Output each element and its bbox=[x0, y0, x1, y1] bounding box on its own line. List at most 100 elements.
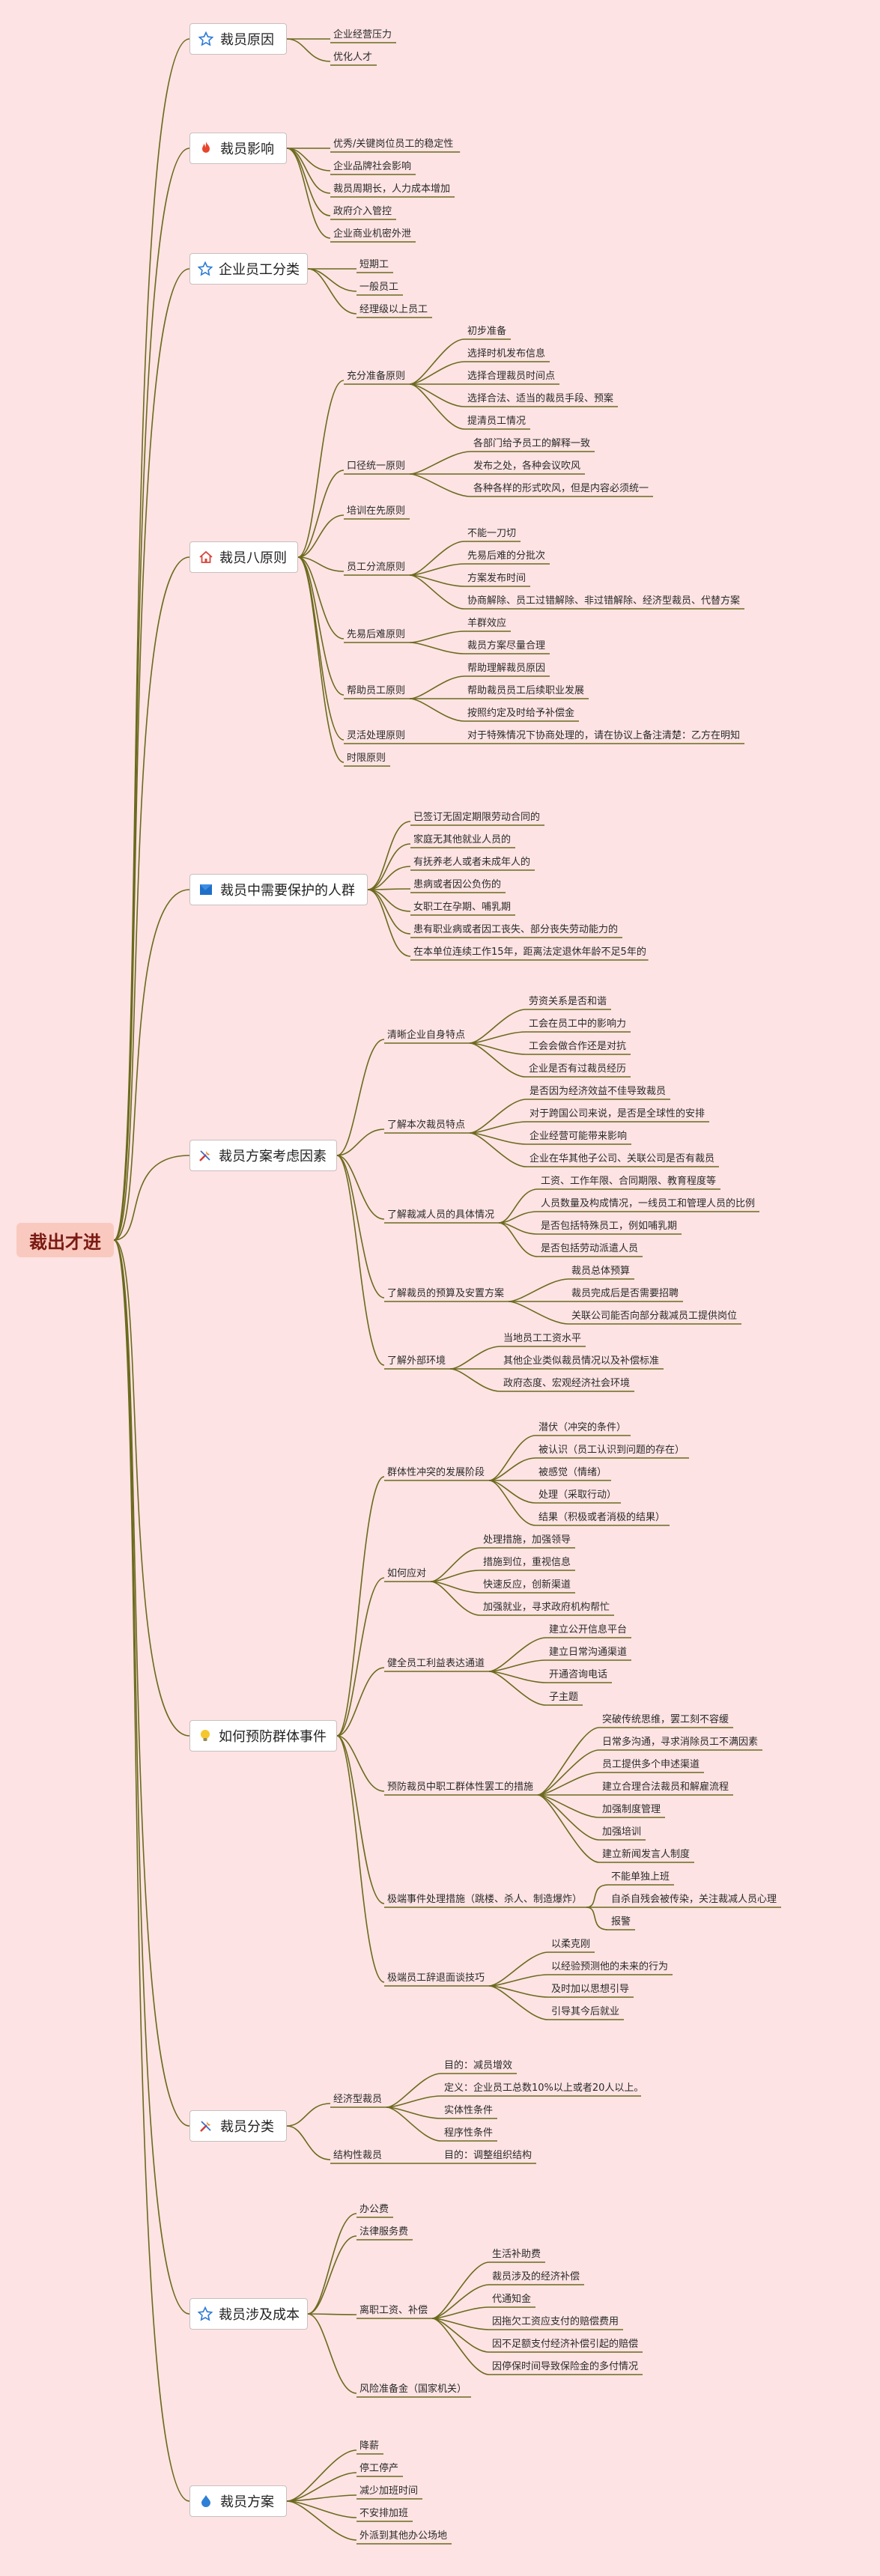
child-label[interactable]: 被感觉（情绪） bbox=[538, 1467, 607, 1478]
branch-4[interactable]: 裁员八原则 bbox=[189, 541, 298, 573]
child-label[interactable]: 处理措施，加强领导 bbox=[483, 1534, 571, 1546]
child-label[interactable]: 工会会做合作还是对抗 bbox=[529, 1041, 627, 1052]
item-label[interactable]: 了解裁员的预算及安置方案 bbox=[387, 1288, 505, 1299]
child-label[interactable]: 加强培训 bbox=[602, 1826, 642, 1838]
item-label[interactable]: 有抚养老人或者未成年人的 bbox=[413, 857, 531, 868]
item-label[interactable]: 法律服务费 bbox=[359, 2226, 409, 2238]
child-label[interactable]: 初步准备 bbox=[467, 326, 507, 337]
item-label[interactable]: 群体性冲突的发展阶段 bbox=[387, 1467, 485, 1478]
child-label[interactable]: 裁员涉及的经济补偿 bbox=[492, 2271, 580, 2282]
item-label[interactable]: 预防裁员中职工群体性罢工的措施 bbox=[387, 1781, 534, 1793]
item-label[interactable]: 裁员周期长，人力成本增加 bbox=[333, 183, 451, 195]
child-label[interactable]: 自杀自残会被传染，关注裁减人员心理 bbox=[611, 1894, 777, 1905]
item-label[interactable]: 不安排加班 bbox=[359, 2508, 409, 2519]
item-label[interactable]: 患有职业病或者因工丧失、部分丧失劳动能力的 bbox=[413, 924, 619, 935]
item-label[interactable]: 了解外部环境 bbox=[387, 1355, 446, 1367]
item-label[interactable]: 极端事件处理措施（跳楼、杀人、制造爆炸） bbox=[387, 1894, 583, 1905]
child-label[interactable]: 引导其今后就业 bbox=[551, 2006, 620, 2017]
child-label[interactable]: 生活补助费 bbox=[492, 2249, 541, 2260]
child-label[interactable]: 措施到位，重视信息 bbox=[483, 1557, 571, 1568]
branch-2[interactable]: 裁员影响 bbox=[189, 133, 287, 164]
item-label[interactable]: 企业商业机密外泄 bbox=[333, 228, 412, 240]
child-label[interactable]: 建立日常沟通渠道 bbox=[549, 1647, 628, 1658]
item-label[interactable]: 经理级以上员工 bbox=[359, 304, 428, 315]
child-label[interactable]: 快速反应，创新渠道 bbox=[483, 1579, 571, 1591]
child-label[interactable]: 员工提供多个申述渠道 bbox=[602, 1759, 700, 1770]
child-label[interactable]: 选择合法、适当的裁员手段、预案 bbox=[467, 393, 614, 404]
item-label[interactable]: 女职工在孕期、哺乳期 bbox=[413, 902, 512, 913]
child-label[interactable]: 开通咨询电话 bbox=[549, 1669, 608, 1680]
child-label[interactable]: 是否包括劳动派遣人员 bbox=[541, 1243, 639, 1254]
item-label[interactable]: 了解本次裁员特点 bbox=[387, 1120, 466, 1131]
child-label[interactable]: 帮助裁员员工后续职业发展 bbox=[467, 685, 585, 696]
branch-5[interactable]: 裁员中需要保护的人群 bbox=[189, 874, 368, 905]
item-label[interactable]: 健全员工利益表达通道 bbox=[387, 1658, 485, 1669]
item-label[interactable]: 充分准备原则 bbox=[347, 371, 406, 382]
child-label[interactable]: 目的：减员增效 bbox=[444, 2060, 513, 2071]
child-label[interactable]: 不能单独上班 bbox=[611, 1871, 670, 1883]
item-label[interactable]: 了解裁减人员的具体情况 bbox=[387, 1209, 495, 1221]
child-label[interactable]: 工资、工作年限、合同期限、教育程度等 bbox=[541, 1176, 717, 1187]
child-label[interactable]: 被认识（员工认识到问题的存在） bbox=[538, 1445, 685, 1456]
child-label[interactable]: 裁员方案尽量合理 bbox=[467, 640, 546, 651]
child-label[interactable]: 建立合理合法裁员和解雇流程 bbox=[602, 1781, 729, 1793]
child-label[interactable]: 实体性条件 bbox=[444, 2105, 494, 2116]
child-label[interactable]: 子主题 bbox=[549, 1692, 579, 1703]
item-label[interactable]: 时限原则 bbox=[347, 753, 386, 764]
item-label[interactable]: 极端员工辞退面谈技巧 bbox=[387, 1972, 485, 1984]
item-label[interactable]: 已签订无固定期限劳动合同的 bbox=[413, 812, 541, 823]
item-label[interactable]: 外派到其他办公场地 bbox=[359, 2530, 448, 2542]
child-label[interactable]: 潜伏（冲突的条件） bbox=[538, 1422, 627, 1433]
item-label[interactable]: 减少加班时间 bbox=[359, 2485, 419, 2497]
item-label[interactable]: 办公费 bbox=[359, 2204, 389, 2215]
child-label[interactable]: 帮助理解裁员原因 bbox=[467, 663, 546, 674]
item-label[interactable]: 在本单位连续工作15年，距离法定退休年龄不足5年的 bbox=[413, 947, 646, 958]
child-label[interactable]: 突破传统思维，罢工刻不容缓 bbox=[602, 1714, 729, 1725]
item-label[interactable]: 优秀/关键岗位员工的稳定性 bbox=[333, 139, 454, 150]
item-label[interactable]: 如何应对 bbox=[387, 1568, 427, 1579]
item-label[interactable]: 灵活处理原则 bbox=[347, 730, 406, 741]
child-label[interactable]: 是否因为经济效益不佳导致裁员 bbox=[529, 1086, 667, 1097]
child-label[interactable]: 因不足额支付经济补偿引起的赔偿 bbox=[492, 2339, 639, 2350]
child-label[interactable]: 结果（积极或者消极的结果） bbox=[538, 1512, 666, 1523]
branch-9[interactable]: 裁员涉及成本 bbox=[189, 2298, 308, 2330]
child-label[interactable]: 因停保时间导致保险金的多付情况 bbox=[492, 2361, 639, 2372]
branch-3[interactable]: 企业员工分类 bbox=[189, 253, 308, 285]
child-label[interactable]: 因拖欠工资应支付的赔偿费用 bbox=[492, 2316, 619, 2327]
child-label[interactable]: 当地员工工资水平 bbox=[503, 1333, 582, 1344]
item-label[interactable]: 降薪 bbox=[359, 2440, 380, 2452]
child-label[interactable]: 企业在华其他子公司、关联公司是否有裁员 bbox=[529, 1153, 715, 1164]
branch-7[interactable]: 如何预防群体事件 bbox=[189, 1720, 337, 1752]
child-label[interactable]: 对于特殊情况下协商处理的，请在协议上备注清楚：乙方在明知 bbox=[467, 730, 741, 741]
child-label[interactable]: 代通知金 bbox=[492, 2294, 532, 2305]
item-label[interactable]: 停工停产 bbox=[359, 2463, 399, 2474]
child-label[interactable]: 工会在员工中的影响力 bbox=[529, 1018, 627, 1030]
child-label[interactable]: 定义：企业员工总数10%以上或者20人以上。 bbox=[444, 2083, 644, 2094]
child-label[interactable]: 裁员完成后是否需要招聘 bbox=[571, 1288, 679, 1299]
child-label[interactable]: 以经验预测他的未来的行为 bbox=[551, 1961, 669, 1972]
item-label[interactable]: 结构性裁员 bbox=[333, 2150, 383, 2161]
item-label[interactable]: 员工分流原则 bbox=[347, 562, 406, 573]
child-label[interactable]: 及时加以思想引导 bbox=[551, 1984, 630, 1995]
item-label[interactable]: 患病或者因公负伤的 bbox=[413, 879, 502, 890]
child-label[interactable]: 程序性条件 bbox=[444, 2127, 494, 2139]
item-label[interactable]: 帮助员工原则 bbox=[347, 685, 406, 696]
child-label[interactable]: 提清员工情况 bbox=[467, 416, 527, 427]
branch-6[interactable]: 裁员方案考虑因素 bbox=[189, 1140, 337, 1171]
item-label[interactable]: 政府介入管控 bbox=[333, 206, 392, 217]
child-label[interactable]: 企业是否有过裁员经历 bbox=[529, 1063, 627, 1075]
central-topic[interactable]: 裁出才进 bbox=[16, 1223, 114, 1257]
child-label[interactable]: 目的：调整组织结构 bbox=[444, 2150, 532, 2161]
item-label[interactable]: 一般员工 bbox=[359, 282, 399, 293]
branch-1[interactable]: 裁员原因 bbox=[189, 23, 287, 55]
child-label[interactable]: 不能一刀切 bbox=[467, 528, 517, 539]
item-label[interactable]: 清晰企业自身特点 bbox=[387, 1030, 466, 1041]
child-label[interactable]: 选择时机发布信息 bbox=[467, 348, 546, 359]
item-label[interactable]: 优化人才 bbox=[333, 52, 373, 63]
child-label[interactable]: 各种各样的形式吹风，但是内容必须统一 bbox=[473, 483, 649, 494]
child-label[interactable]: 以柔克刚 bbox=[551, 1939, 591, 1950]
child-label[interactable]: 先易后难的分批次 bbox=[467, 550, 546, 562]
child-label[interactable]: 发布之处，各种会议吹风 bbox=[473, 461, 581, 472]
item-label[interactable]: 经济型裁员 bbox=[333, 2094, 383, 2105]
child-label[interactable]: 是否包括特殊员工，例如哺乳期 bbox=[541, 1221, 678, 1232]
